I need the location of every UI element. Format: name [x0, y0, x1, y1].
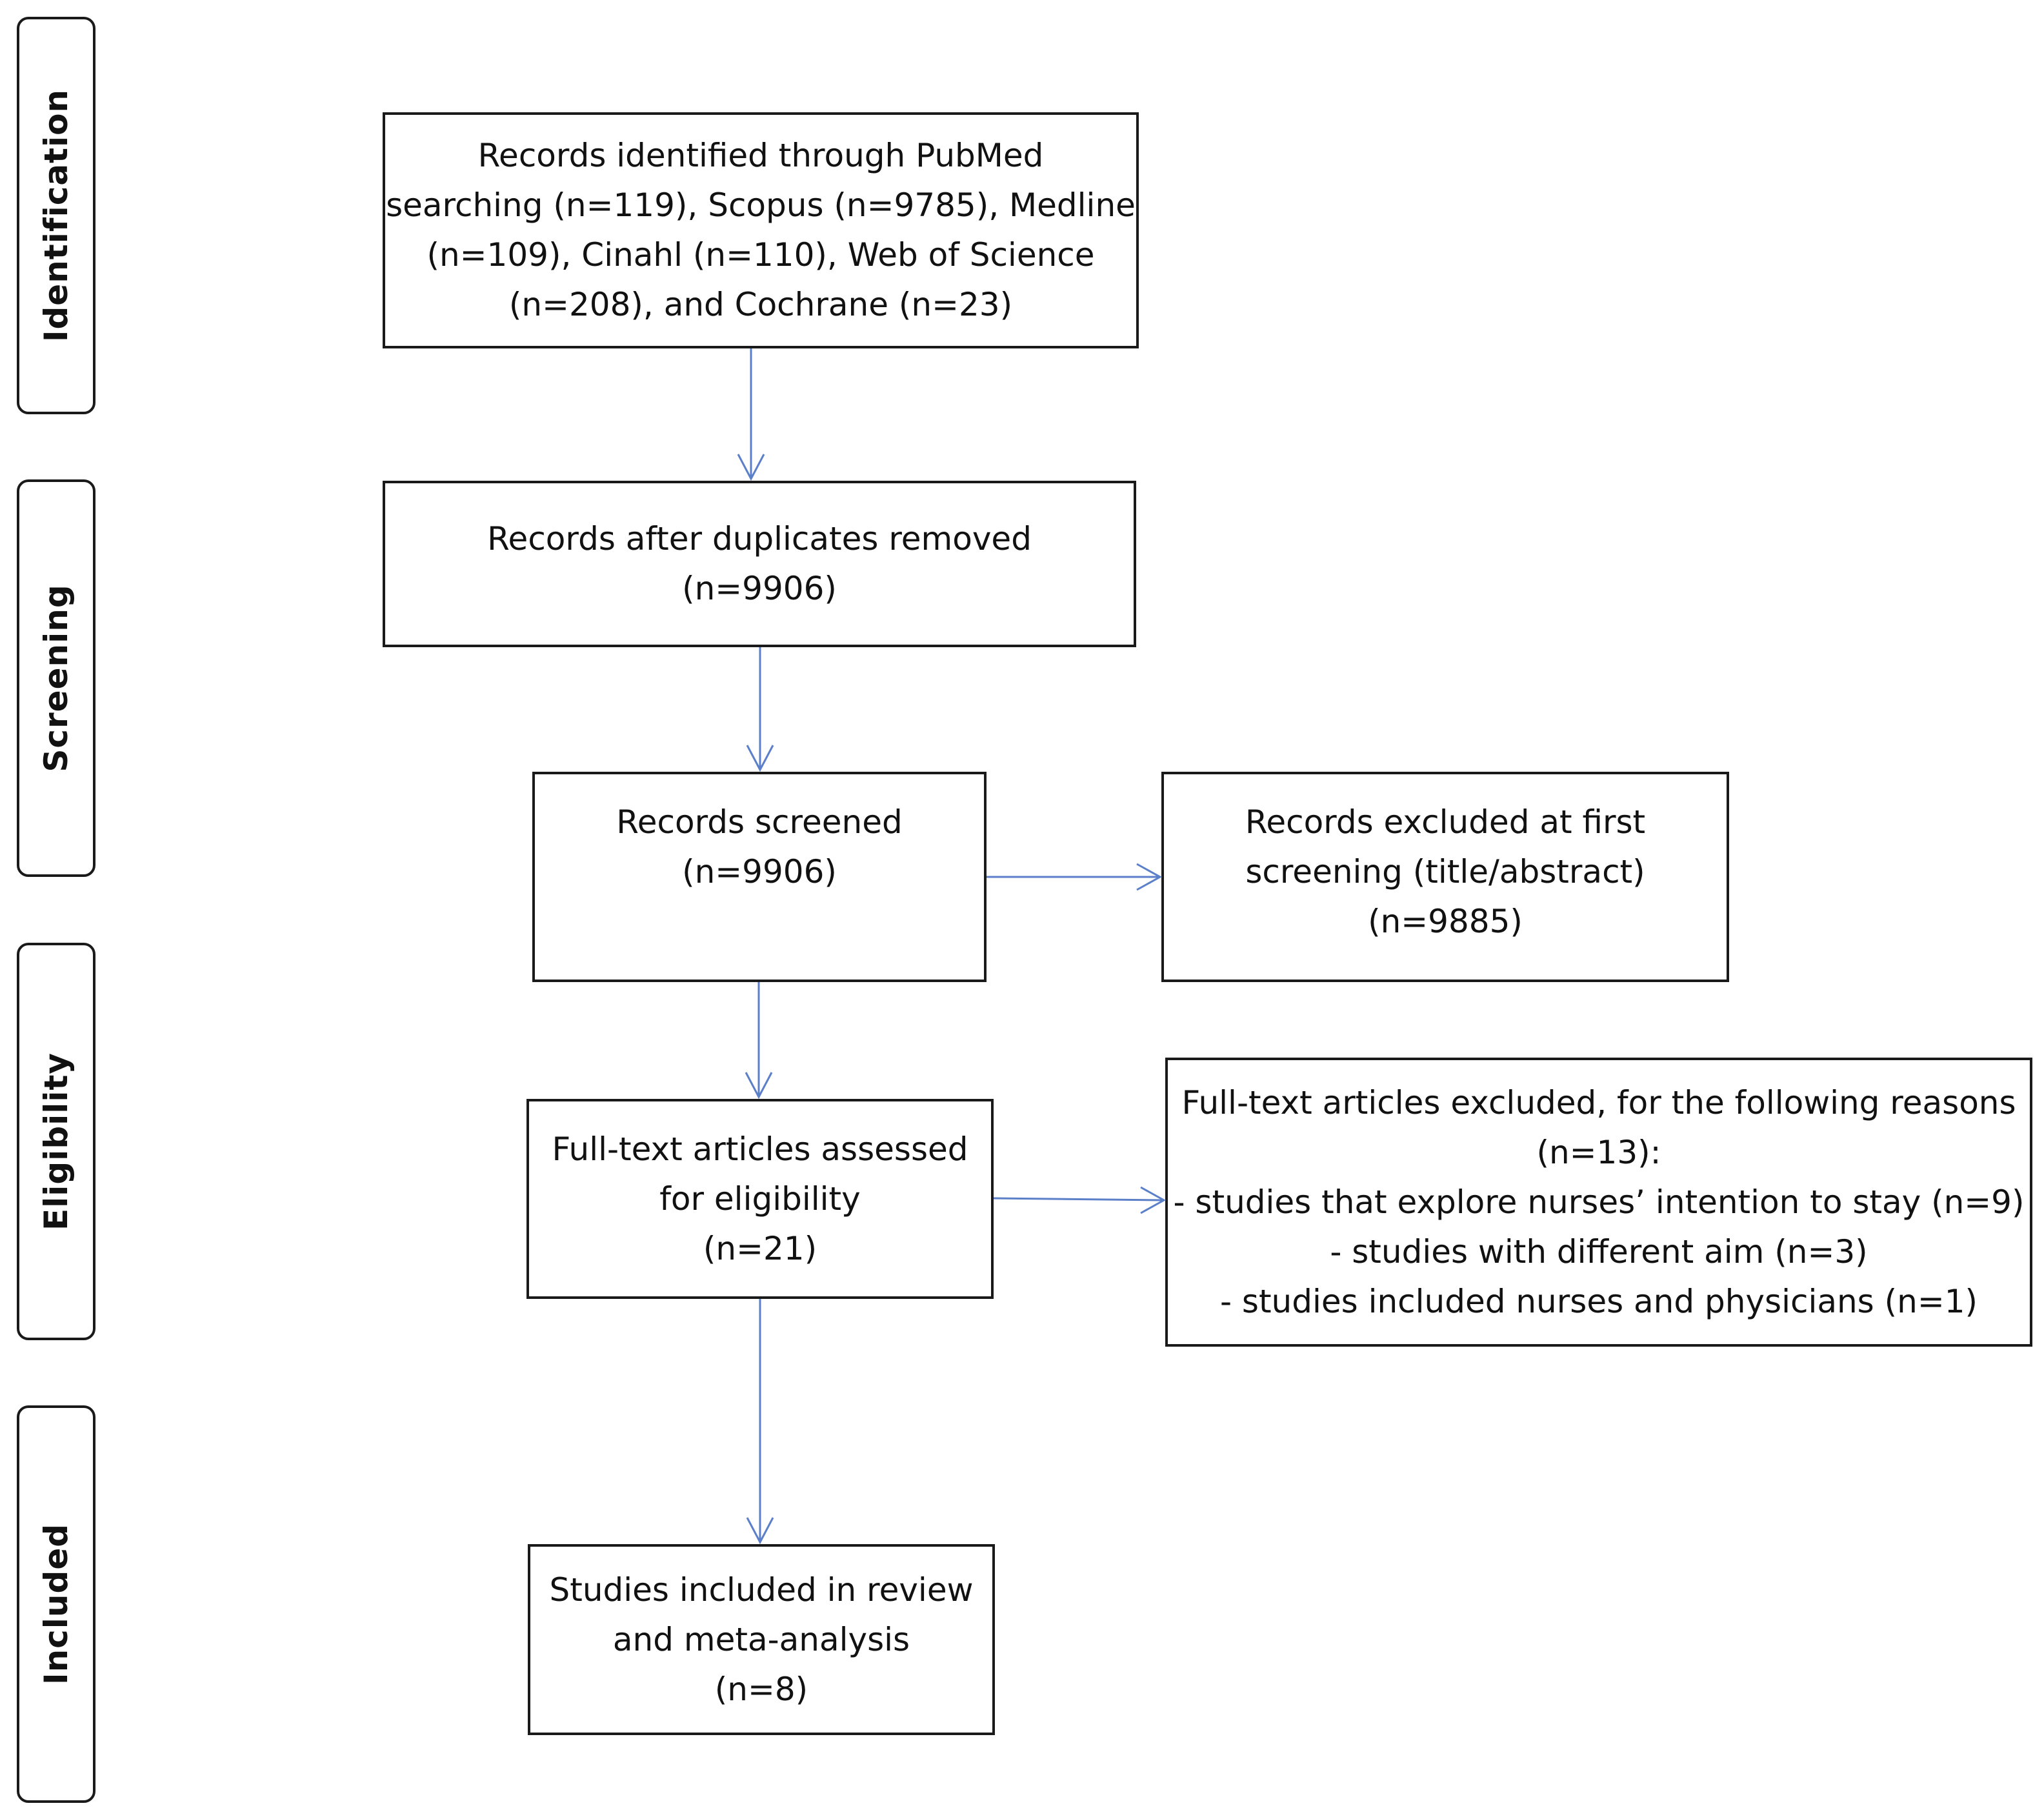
- box-line: Records screened: [616, 803, 903, 841]
- arrow-screened-to-fulltext: [745, 982, 773, 1100]
- duplicates-removed-box: Records after duplicates removed (n=9906…: [383, 481, 1136, 647]
- box-line: (n=208), and Cochrane (n=23): [508, 286, 1013, 323]
- phase-identification: Identification: [17, 17, 95, 414]
- records-identified-box: Records identified through PubMed search…: [383, 112, 1139, 348]
- box-line: (n=8): [714, 1670, 808, 1708]
- box-line: Full-text articles excluded, for the fol…: [1181, 1083, 2016, 1121]
- records-screened-box: Records screened (n=9906): [532, 772, 987, 982]
- phase-included: Included: [17, 1405, 95, 1803]
- box-line: searching (n=119), Scopus (n=9785), Medl…: [386, 186, 1136, 224]
- box-line: Studies included in review: [549, 1571, 974, 1609]
- arrow-fulltext-to-included: [746, 1299, 774, 1545]
- records-excluded-first-box: Records excluded at first screening (tit…: [1161, 772, 1729, 982]
- studies-included-box: Studies included in review and meta-anal…: [528, 1544, 995, 1735]
- box-line: Full-text articles assessed: [552, 1130, 968, 1168]
- fulltext-excluded-box: Full-text articles excluded, for the fol…: [1165, 1058, 2032, 1347]
- fulltext-assessed-box: Full-text articles assessed for eligibil…: [526, 1099, 994, 1299]
- box-line: (n=9906): [682, 570, 837, 607]
- box-line: screening (title/abstract): [1245, 853, 1645, 890]
- phase-eligibility: Eligibility: [17, 943, 95, 1340]
- box-line: Records identified through PubMed: [477, 137, 1044, 174]
- box-line: Records excluded at first: [1245, 803, 1646, 841]
- box-line: - studies with different aim (n=3): [1330, 1232, 1868, 1271]
- box-line: (n=109), Cinahl (n=110), Web of Science: [426, 236, 1095, 274]
- arrow-duplicates-to-screened: [746, 647, 774, 772]
- phase-screening: Screening: [17, 479, 95, 877]
- box-line: (n=13):: [1536, 1133, 1661, 1171]
- box-line: Records after duplicates removed: [487, 520, 1032, 558]
- box-line: (n=21): [703, 1229, 817, 1267]
- box-line: (n=9885): [1368, 903, 1523, 940]
- box-line: for eligibility: [659, 1180, 861, 1218]
- arrow-identified-to-duplicates: [737, 348, 765, 481]
- box-line: - studies that explore nurses’ intention…: [1173, 1183, 2025, 1221]
- arrow-screened-to-excluded: [987, 863, 1163, 891]
- box-line: (n=9906): [682, 853, 837, 890]
- arrow-fulltext-to-excluded: [993, 1186, 1167, 1214]
- box-line: - studies included nurses and physicians…: [1219, 1282, 1978, 1320]
- box-line: and meta-analysis: [612, 1620, 910, 1658]
